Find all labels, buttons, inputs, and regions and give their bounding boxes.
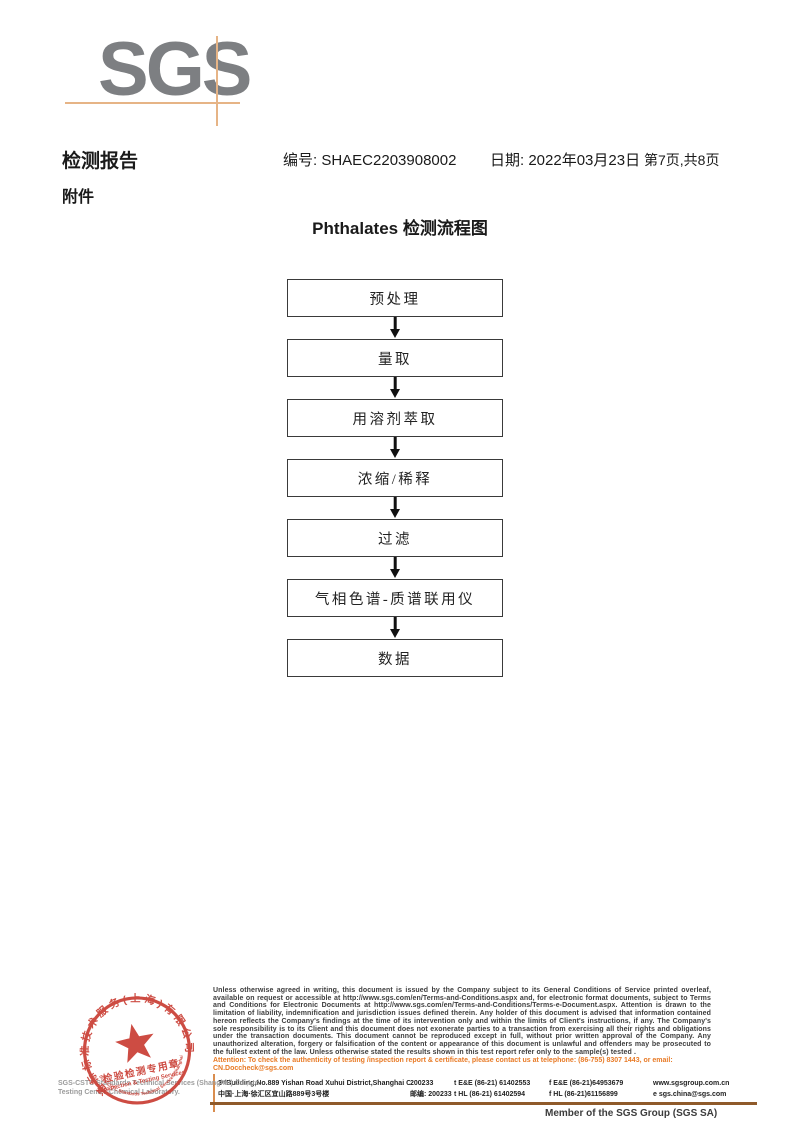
arrow-down-icon (287, 557, 503, 579)
flow-step-measure: 量取 (287, 339, 503, 377)
footer-horizontal-rule (210, 1102, 757, 1105)
logo-horizontal-line (65, 102, 240, 104)
arrow-down-icon (287, 497, 503, 519)
address-cn: 中国·上海·徐汇区宜山路889号3号楼 (218, 1091, 330, 1098)
attention-notice: Attention: To check the authenticity of … (213, 1057, 673, 1073)
tel-en: t E&E (86-21) 61402553 (454, 1080, 531, 1087)
flow-step-data: 数据 (287, 639, 503, 677)
email: e sgs.china@sgs.com (653, 1091, 727, 1098)
flowchart-title: Phthalates 检测流程图 (312, 219, 488, 238)
company-lab-name: Testing Center-Chemical Laboratory. (58, 1089, 180, 1096)
star-icon (115, 1023, 154, 1063)
flow-step-pretreatment: 预处理 (287, 279, 503, 317)
tel-cn: t HL (86-21) 61402594 (454, 1091, 526, 1098)
address-en: 3ʳᵈBuilding,No.889 Yishan Road Xuhui Dis… (218, 1080, 410, 1087)
report-number: 编号: SHAEC2203908002 (283, 152, 457, 169)
logo-vertical-line (216, 36, 218, 126)
report-title: 检测报告 (62, 151, 139, 172)
postcode-cn: 邮编: 200233 (410, 1091, 452, 1098)
fax-cn: f HL (86-21)61156899 (549, 1091, 618, 1098)
arrow-down-icon (287, 437, 503, 459)
arrow-down-icon (287, 617, 503, 639)
report-date: 日期: 2022年03月23日 (490, 152, 641, 169)
flow-step-concentrate-dilute: 浓缩/稀释 (287, 459, 503, 497)
company-name-block: SGS-CSTC Standards Technical Services (S… (58, 1079, 261, 1097)
legal-paragraph: Unless otherwise agreed in writing, this… (213, 987, 711, 1056)
flow-step-solvent-extraction: 用溶剂萃取 (287, 399, 503, 437)
page-indicator: 第7页,共8页 (644, 152, 720, 168)
flowchart: 预处理 量取 用溶剂萃取 浓缩/稀释 过滤 气相色谱-质谱联用仪 数据 (287, 279, 503, 677)
sgs-member-label: Member of the SGS Group (SGS SA) (545, 1108, 718, 1119)
flow-step-filter: 过滤 (287, 519, 503, 557)
footer-vertical-rule (213, 1074, 215, 1112)
website: www.sgsgroup.com.cn (653, 1080, 730, 1087)
company-name-en: SGS-CSTC Standards Technical Services (S… (58, 1080, 261, 1087)
arrow-down-icon (287, 377, 503, 399)
postcode-en: 200233 (410, 1080, 434, 1087)
fax-en: f E&E (86-21)64953679 (549, 1080, 624, 1087)
sgs-logo: SGS (98, 27, 252, 112)
flow-step-gcms: 气相色谱-质谱联用仪 (287, 579, 503, 617)
legal-block: Unless otherwise agreed in writing, this… (213, 987, 711, 1073)
arrow-down-icon (287, 317, 503, 339)
footer-address-block: 3ʳᵈBuilding,No.889 Yishan Road Xuhui Dis… (218, 1078, 758, 1100)
inspection-seal-stamp-icon: 通标标准技术服务(上海)有限公司 检验检测专用章 Inspection & Te… (58, 980, 202, 1111)
attachment-label: 附件 (62, 189, 95, 206)
